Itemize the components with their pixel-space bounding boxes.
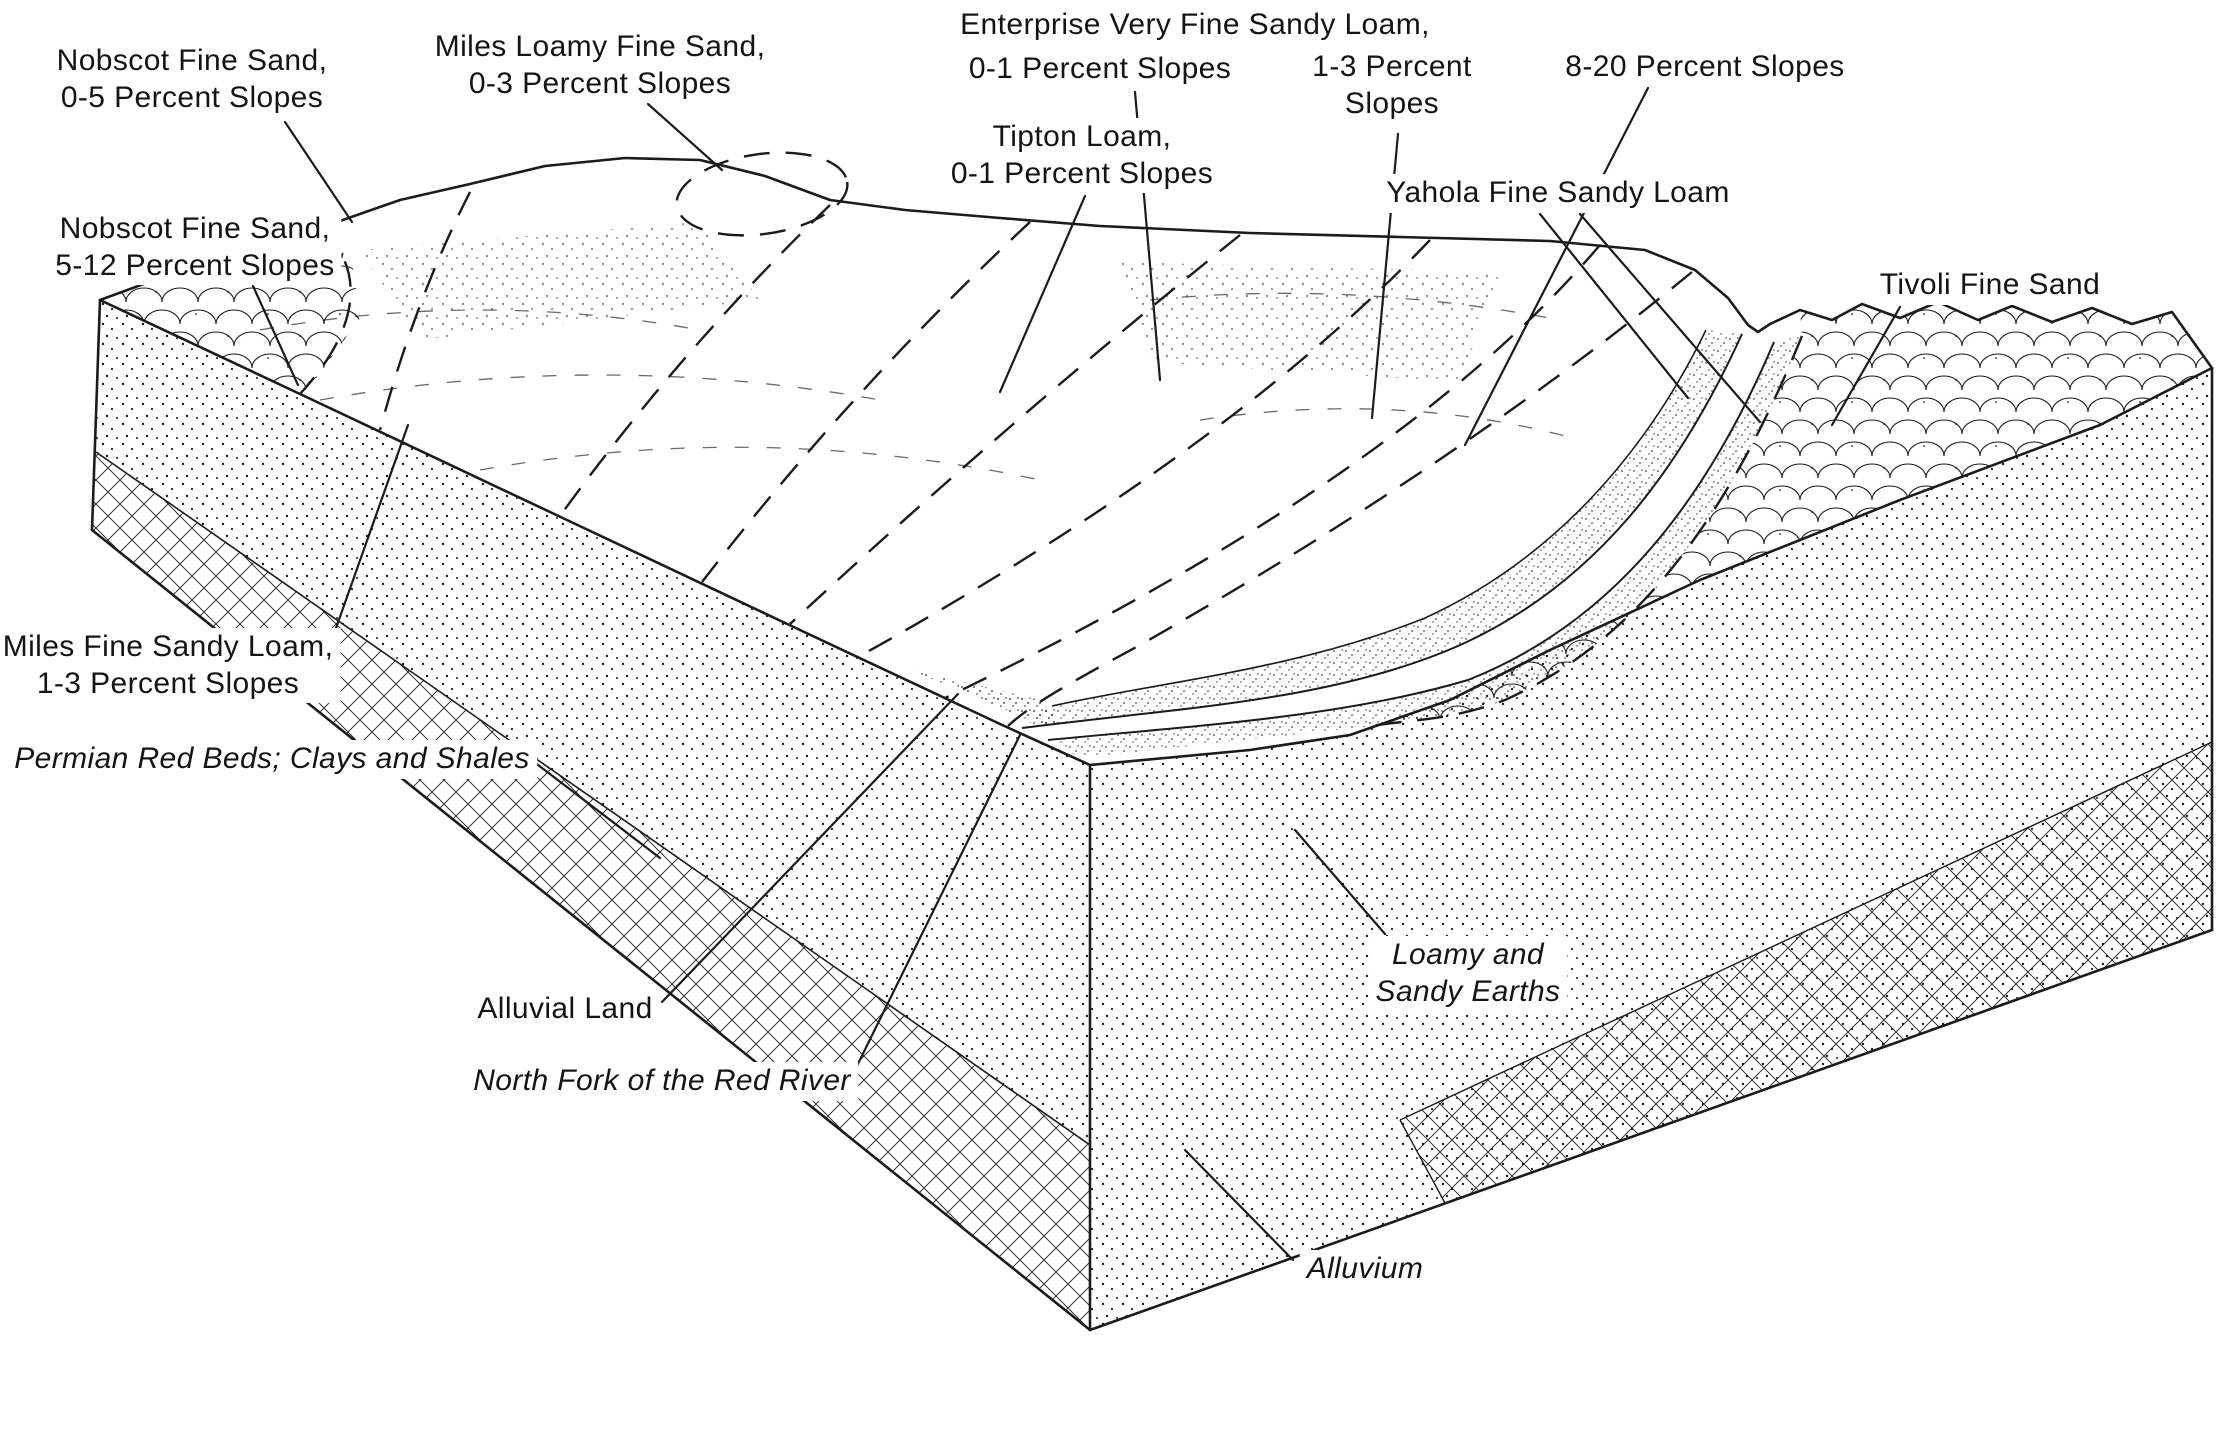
boundary-miles-loamy-oval [675,151,849,237]
top-surface [100,151,2212,765]
boundary-tipton-east [789,234,1241,625]
front-left-edge [98,298,1092,767]
floodplain-west-edge [1051,329,1707,707]
relief-form-lines [259,292,1581,481]
boundary-nobscot-miles [378,191,472,431]
label-yahola-fine-sandy-loam: Yahola Fine Sandy Loam [1379,174,1737,213]
leader-yahola-east [1578,212,1762,424]
skyline-edge [98,156,2214,370]
dune-field-tivoli [1366,302,2212,727]
label-north-fork-red-river: North Fork of the Red River [466,1062,858,1101]
label-miles-fine-sandy-loam: Miles Fine Sandy Loam, 1-3 Percent Slope… [0,628,341,704]
boundary-enterprise-01-13 [859,239,1431,658]
leader-nobscot-5-12 [251,284,300,387]
label-tivoli-fine-sand: Tivoli Fine Sand [1872,266,2108,305]
label-nobscot-fine-sand-0-5: Nobscot Fine Sand, 0-5 Percent Slopes [49,42,335,118]
left-face-layer-contact [95,451,1091,1146]
leader-north-fork [848,733,1022,1082]
boundary-valley-rim [1007,271,1693,727]
leader-tipton [998,194,1087,394]
label-tipton-loam: Tipton Loam, 0-1 Percent Slopes [943,118,1221,194]
right-face-soil-layer [1090,368,2212,1330]
floodplain-west [1022,330,1742,728]
river-west-bank [1021,333,1743,729]
left-face-soil-layer [96,300,1090,1145]
front-right-edge [1088,366,2214,767]
leader-nobscot-0-5 [283,120,354,224]
leader-alluvial-land [660,692,960,1004]
leader-miles-fsl [328,423,410,647]
leader-yahola-west [1538,212,1690,400]
bottom-right-edge [1088,928,2214,1332]
right-face-layer-contact [1399,741,2213,1204]
boundary-tipton-west [701,221,1031,583]
leader-tivoli [1830,305,1902,427]
label-enterprise-header: Enterprise Very Fine Sandy Loam, [953,6,1437,45]
left-vertical-edge [90,298,102,532]
leader-lines [251,86,1902,1262]
river-channel [1022,334,1774,740]
label-alluvial-land: Alluvial Land [470,990,660,1029]
block-faces [92,300,2213,1330]
leader-permian [523,753,662,860]
label-enterprise-0-1: 0-1 Percent Slopes [961,50,1239,89]
leader-miles-loamy [646,102,724,172]
leader-loamy-sandy [1293,828,1387,936]
leader-alluvium [1183,1148,1295,1262]
boundary-enterprise-13-820 [944,244,1601,700]
right-face-bedrock-layer [1400,742,2212,1203]
label-enterprise-8-20: 8-20 Percent Slopes [1558,48,1852,87]
alluvial-land-patch [905,668,1075,740]
label-alluvium: Alluvium [1299,1250,1431,1289]
river-east-bank [1047,341,1775,741]
label-permian-red-beds: Permian Red Beds; Clays and Shales [7,740,537,779]
label-nobscot-fine-sand-5-12: Nobscot Fine Sand, 5-12 Percent Slopes [48,210,342,286]
boundary-tivoli [1365,335,1804,729]
label-enterprise-1-3: 1-3 Percent Slopes [1305,48,1479,124]
left-face-redbeds-layer [92,452,1090,1330]
label-loamy-and-sandy-earths: Loamy and Sandy Earths [1368,936,1568,1012]
leader-enterprise-8-20 [1463,86,1650,447]
boundary-miles-band [559,204,831,517]
label-miles-loamy-fine-sand: Miles Loamy Fine Sand, 0-3 Percent Slope… [427,28,773,104]
